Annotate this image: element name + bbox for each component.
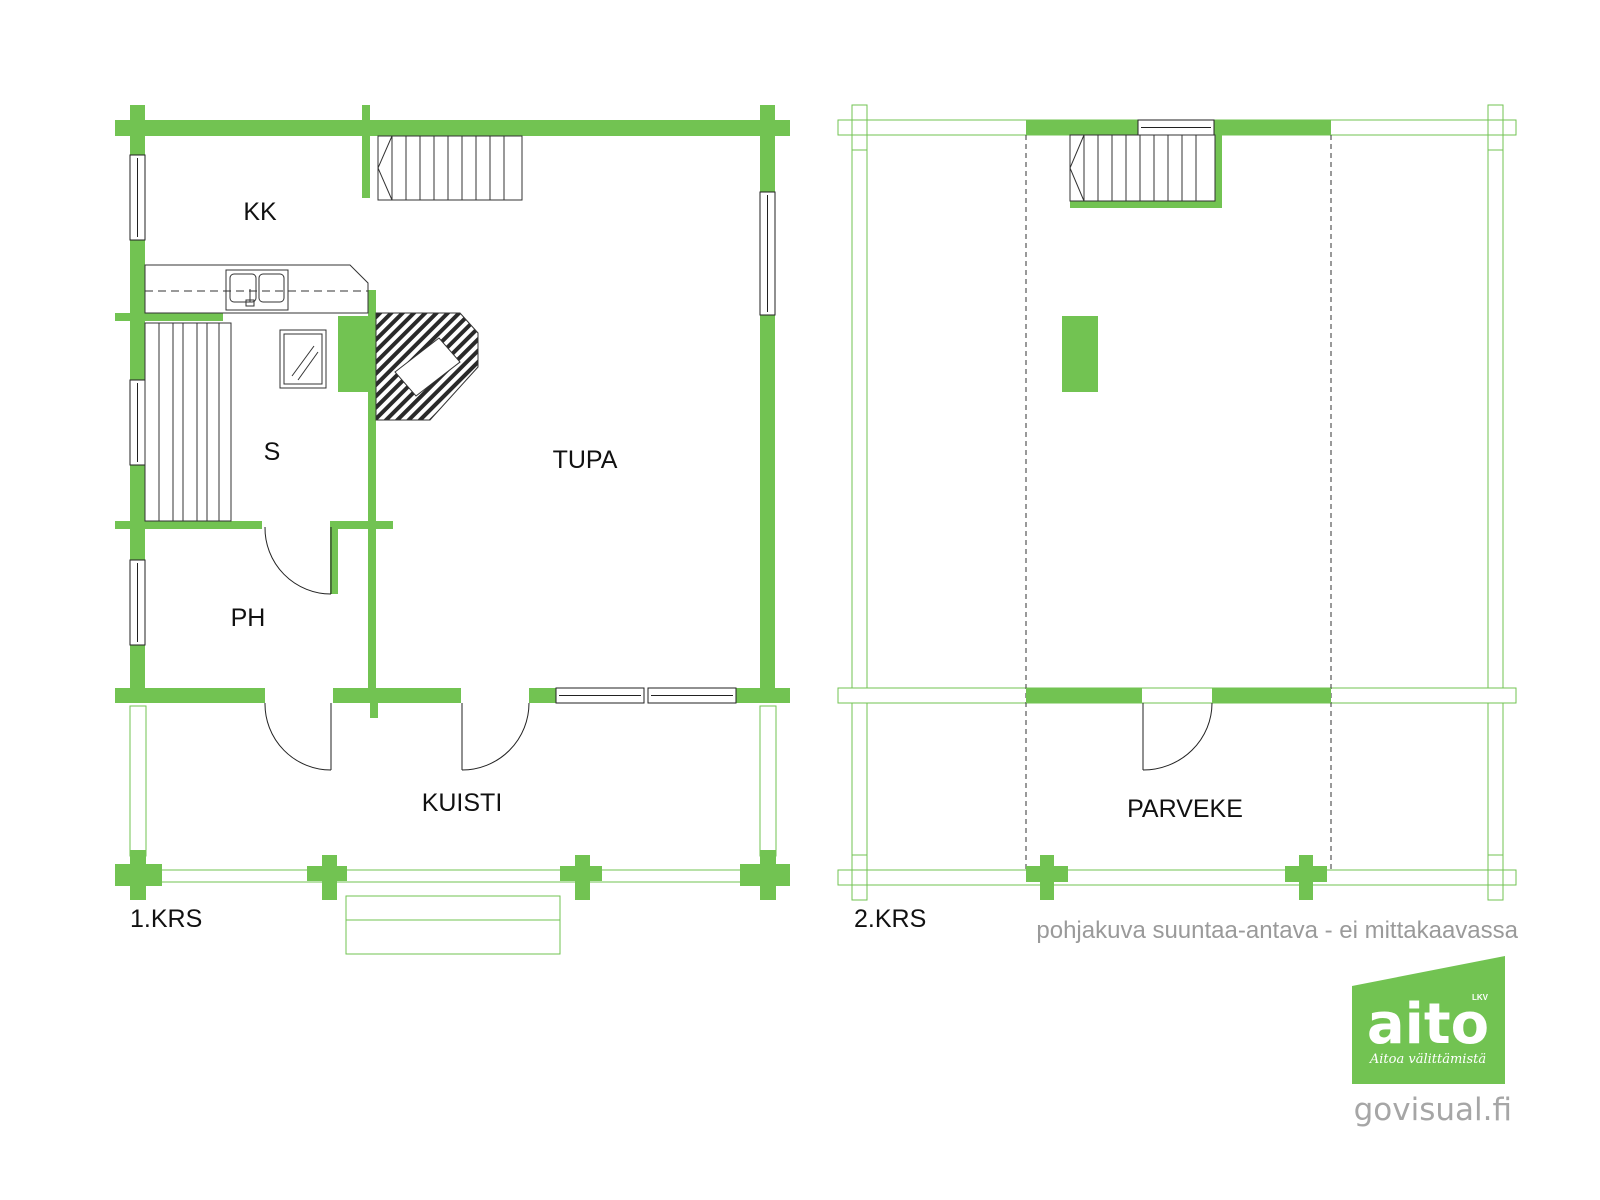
floor-2-label: 2.KRS xyxy=(854,905,926,933)
footer-site: govisual.fi xyxy=(1354,1092,1512,1128)
floor-2-door xyxy=(1142,702,1213,771)
floor-1-stairs xyxy=(377,135,523,201)
room-label-kk: KK xyxy=(243,198,277,226)
aito-logo: aito LKV Aitoa välittämistä xyxy=(1352,956,1505,1084)
logo-tagline: Aitoa välittämistä xyxy=(1369,1052,1486,1067)
floor-2-plan: PARVEKE 2.KRS xyxy=(837,104,1517,933)
logo-badge-shape xyxy=(1352,956,1505,1084)
floor-1-label: 1.KRS xyxy=(130,905,202,933)
roof-lines xyxy=(1025,135,1332,870)
logo-wordmark: aito xyxy=(1367,992,1489,1057)
sauna-benches xyxy=(144,322,232,522)
room-label-tupa: TUPA xyxy=(553,446,618,474)
room-label-ph: PH xyxy=(231,604,266,632)
floor-2-outline xyxy=(837,104,1517,901)
porch-outline xyxy=(129,705,777,955)
scale-disclaimer: pohjakuva suuntaa-antava - ei mittakaava… xyxy=(1036,917,1518,944)
floor-1-doors xyxy=(264,526,530,771)
floor-2-stairs xyxy=(1069,134,1216,202)
fireplace xyxy=(375,312,479,421)
room-label-s: S xyxy=(264,438,281,466)
sauna-heater xyxy=(279,329,327,389)
floor-1-plan: KK S TUPA PH KUISTI 1.KRS xyxy=(115,105,790,955)
floor-1-walls xyxy=(115,105,790,900)
kitchen-counter xyxy=(144,264,369,314)
floor-2-walls xyxy=(1026,120,1331,900)
room-label-parveke: PARVEKE xyxy=(1127,795,1243,823)
floor-1-windows xyxy=(129,154,776,704)
room-label-kuisti: KUISTI xyxy=(422,789,503,817)
logo-lkv: LKV xyxy=(1472,993,1489,1002)
floor-2-window xyxy=(1137,119,1215,136)
